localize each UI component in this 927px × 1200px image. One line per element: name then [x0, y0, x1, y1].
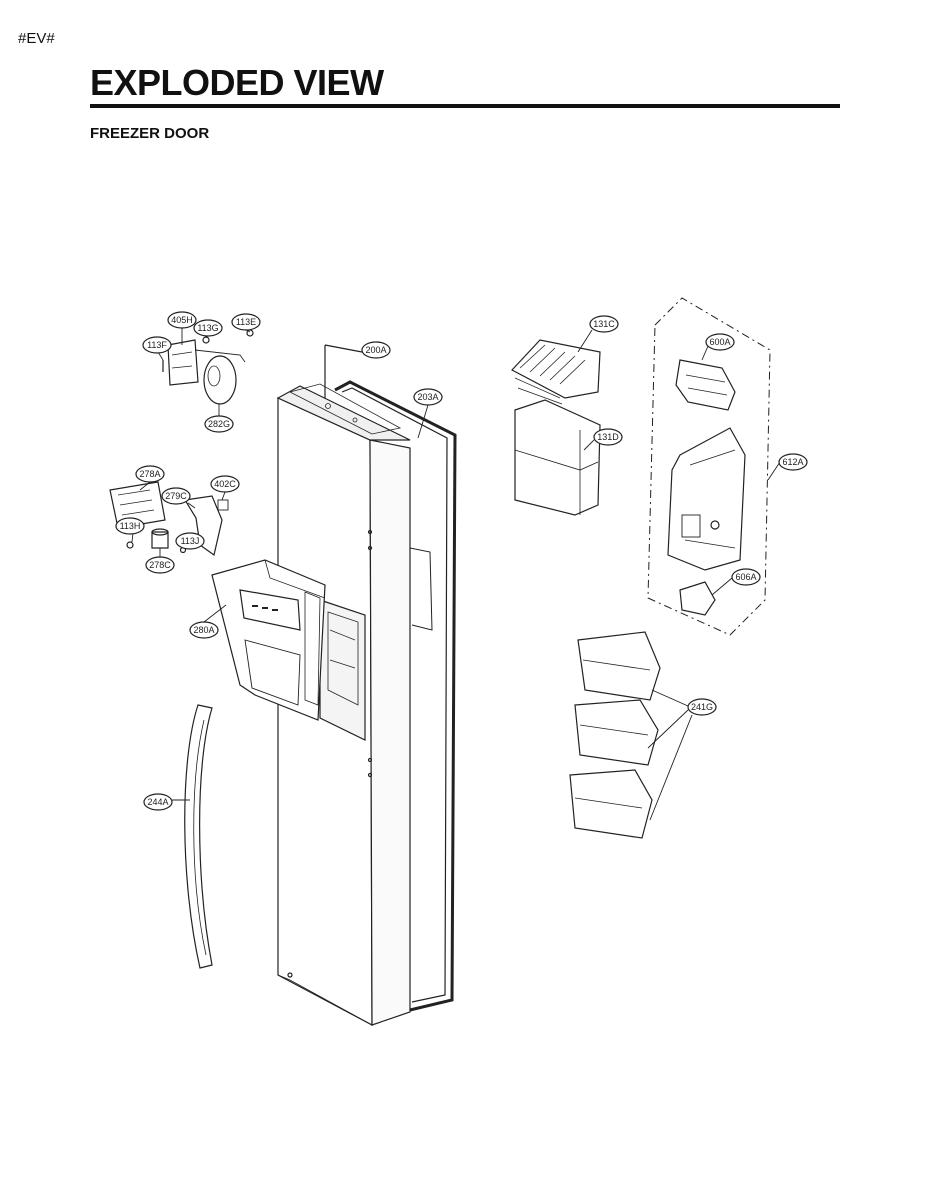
svg-text:612A: 612A [782, 457, 803, 467]
svg-text:282G: 282G [208, 419, 230, 429]
callout-402C: 402C [210, 475, 240, 493]
callout-203A: 203A [413, 388, 443, 406]
callout-405H: 405H [167, 311, 197, 329]
callout-278A: 278A [135, 465, 165, 483]
damper-motor-assembly [162, 329, 254, 405]
door-gasket [334, 380, 457, 1012]
svg-text:244A: 244A [147, 797, 168, 807]
svg-text:113G: 113G [197, 323, 218, 333]
leader-lines [131, 328, 781, 821]
callout-113E: 113E [231, 313, 261, 331]
title-rule [90, 104, 840, 108]
dispenser-cover [211, 559, 326, 721]
svg-text:113F: 113F [147, 340, 167, 350]
svg-text:402C: 402C [214, 479, 236, 489]
document-tag: #EV# [18, 30, 55, 47]
callout-241G: 241G [687, 698, 717, 716]
svg-text:278A: 278A [139, 469, 160, 479]
callout-113F: 113F [142, 336, 172, 354]
svg-text:113J: 113J [181, 536, 200, 546]
callout-244A: 244A [143, 793, 173, 811]
svg-text:280A: 280A [193, 625, 214, 635]
svg-text:203A: 203A [417, 392, 438, 402]
svg-text:131C: 131C [593, 319, 615, 329]
freezer-door-panel [276, 383, 411, 1027]
svg-text:278C: 278C [149, 560, 171, 570]
svg-text:113E: 113E [236, 317, 256, 327]
callout-113H: 113H [115, 517, 145, 535]
dispenser-switch-parts [109, 481, 229, 557]
ice-bin [514, 399, 601, 516]
svg-text:241G: 241G [691, 702, 713, 712]
callout-279C: 279C [161, 487, 191, 505]
svg-text:600A: 600A [709, 337, 730, 347]
door-bins [569, 631, 661, 839]
callout-606A: 606A [731, 568, 761, 586]
svg-text:279C: 279C [165, 491, 187, 501]
callout-612A: 612A [778, 453, 808, 471]
callout-113J: 113J [175, 532, 205, 550]
callout-131C: 131C [589, 315, 619, 333]
svg-text:131D: 131D [597, 432, 619, 442]
callout-280A: 280A [189, 621, 219, 639]
svg-text:405H: 405H [171, 315, 193, 325]
door-handle [184, 704, 213, 969]
callout-282G: 282G [204, 415, 234, 433]
svg-text:200A: 200A [365, 345, 386, 355]
page-title: EXPLODED VIEW [90, 62, 384, 103]
callout-131D: 131D [593, 428, 623, 446]
callout-200A: 200A [361, 341, 391, 359]
callout-278C: 278C [145, 556, 175, 574]
svg-text:113H: 113H [120, 521, 141, 531]
svg-text:606A: 606A [735, 572, 756, 582]
callout-600A: 600A [705, 333, 735, 351]
icemaker-assembly [647, 297, 771, 636]
section-subtitle: FREEZER DOOR [90, 125, 210, 142]
ice-bin-cover [511, 339, 601, 405]
callout-113G: 113G [193, 319, 223, 337]
